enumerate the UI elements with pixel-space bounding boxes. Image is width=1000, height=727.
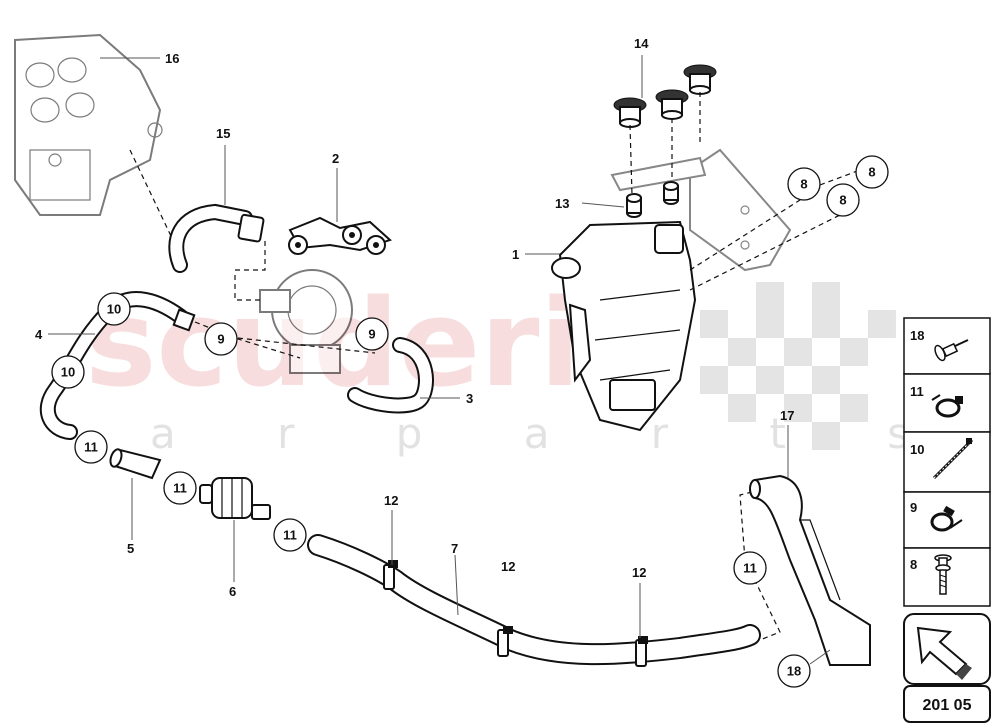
svg-text:10: 10 (107, 302, 121, 317)
callout-15: 15 (216, 126, 230, 141)
svg-text:11: 11 (743, 561, 757, 576)
callout-13: 13 (555, 196, 569, 211)
circled-callout-11-d: 11 (733, 551, 767, 585)
rivet-icon (934, 339, 969, 362)
dash-engine-to-hose (129, 149, 181, 256)
svg-text:9: 9 (910, 500, 917, 515)
fastener-legend: 18 11 10 (903, 317, 991, 607)
circled-callouts: 8 8 8 9 9 10 10 11 (51, 155, 889, 688)
legend-item-11[interactable]: 11 (903, 373, 991, 433)
callout-labels: 1 2 3 4 5 6 7 12 12 12 13 14 15 16 17 (35, 36, 794, 599)
cable-tie-icon (932, 438, 974, 480)
hose-part-15 (168, 203, 265, 273)
callout-4: 4 (35, 327, 43, 342)
hose-part-3 (347, 337, 434, 414)
sleeve-part-13 (626, 181, 679, 218)
svg-text:11: 11 (173, 481, 187, 496)
clamp-part-12-b (497, 626, 513, 657)
svg-text:8: 8 (868, 165, 875, 180)
tube-part-5 (109, 448, 162, 480)
dash-pump-bracket (235, 240, 266, 271)
clip-icon (930, 505, 963, 532)
hose-clamp-icon (931, 394, 963, 418)
watermark: scuderia a r p a r t s (85, 275, 953, 458)
callout-12-a: 12 (384, 493, 398, 508)
circled-callout-8-b: 8 (826, 183, 860, 217)
svg-text:8: 8 (800, 177, 807, 192)
circled-callout-18: 18 (777, 654, 811, 688)
svg-text:8: 8 (910, 557, 917, 572)
svg-text:18: 18 (910, 328, 924, 343)
svg-text:18: 18 (787, 664, 801, 679)
checkered-flag-watermark (700, 282, 896, 450)
diagram-code-box: 201 05 (903, 685, 991, 723)
legend-item-10[interactable]: 10 (903, 431, 991, 493)
circled-callout-8-c: 8 (855, 155, 889, 189)
check-valve-part-6 (199, 477, 271, 520)
screw-icon (934, 554, 952, 595)
circled-callout-8-a: 8 (787, 167, 821, 201)
secondary-air-pump (259, 269, 353, 374)
leader-13 (581, 202, 625, 208)
hose-part-7 (307, 534, 761, 666)
engine-block-part-16 (14, 33, 163, 216)
callout-12-c: 12 (632, 565, 646, 580)
callout-2: 2 (332, 151, 339, 166)
svg-text:10: 10 (61, 365, 75, 380)
duct-part-17 (749, 474, 871, 666)
circled-callout-10-a: 10 (97, 292, 131, 326)
svg-text:8: 8 (839, 193, 846, 208)
legend-item-9[interactable]: 9 (903, 491, 991, 549)
leader-7 (454, 554, 459, 616)
svg-text:9: 9 (368, 327, 375, 342)
navigate-back-button[interactable] (903, 613, 991, 685)
circled-callout-9-b: 9 (355, 317, 389, 351)
clamp-part-12-c (635, 636, 648, 667)
hose-part-4 (39, 291, 196, 440)
legend-item-8[interactable]: 8 (903, 547, 991, 607)
callout-7: 7 (451, 541, 458, 556)
callout-17: 17 (780, 408, 794, 423)
callout-6: 6 (229, 584, 236, 599)
callout-3: 3 (466, 391, 473, 406)
mounting-plate (610, 148, 792, 272)
grommet-part-14 (613, 64, 717, 128)
circled-callout-10-b: 10 (51, 355, 85, 389)
callout-16: 16 (165, 51, 179, 66)
leader-18 (809, 649, 831, 665)
dash-17-to-7 (739, 491, 781, 641)
callout-14: 14 (634, 36, 649, 51)
svg-text:9: 9 (217, 332, 224, 347)
circled-callout-11-c: 11 (273, 518, 307, 552)
callout-12-b: 12 (501, 559, 515, 574)
arrow-up-left-icon (916, 626, 972, 680)
svg-text:11: 11 (910, 384, 924, 399)
bracket-part-2 (288, 216, 392, 255)
dash-grommets (629, 92, 701, 196)
callout-5: 5 (127, 541, 134, 556)
circled-callout-11-b: 11 (163, 471, 197, 505)
circled-callout-11-a: 11 (74, 430, 108, 464)
dash-9-to-9 (237, 337, 376, 354)
svg-text:11: 11 (84, 440, 98, 455)
clamp-part-12-a (383, 560, 398, 590)
diagram-code: 201 05 (923, 697, 972, 714)
svg-text:10: 10 (910, 442, 924, 457)
watermark-tagline: a r p a r t s (150, 409, 953, 458)
valve-body-part-1 (551, 220, 697, 432)
legend-item-18[interactable]: 18 (903, 317, 991, 375)
svg-text:11: 11 (283, 528, 297, 543)
dash-screws (689, 169, 861, 291)
circled-callout-9-a: 9 (204, 322, 238, 356)
callout-1: 1 (512, 247, 519, 262)
